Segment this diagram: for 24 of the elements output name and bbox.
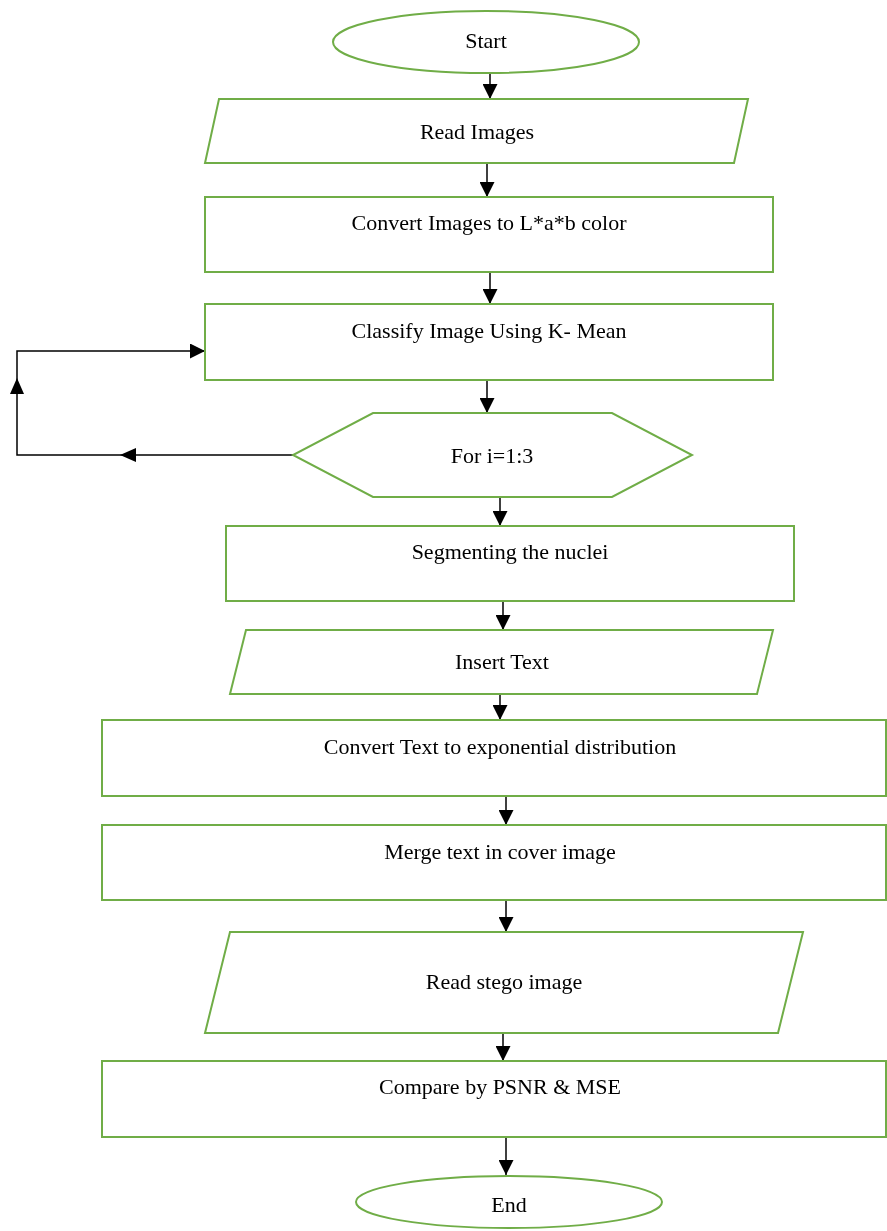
node-label: Classify Image Using K- Mean xyxy=(351,318,627,344)
node-label: Compare by PSNR & MSE xyxy=(379,1074,621,1100)
process-box xyxy=(205,197,773,272)
node-label: Read Images xyxy=(419,119,535,145)
node-label: End xyxy=(491,1192,527,1218)
process-box xyxy=(226,526,794,601)
input-output-parallelogram xyxy=(205,932,803,1033)
process-box xyxy=(205,304,773,380)
terminal-ellipse xyxy=(355,1175,663,1229)
node-label: Read stego image xyxy=(425,969,583,995)
node-label: Convert Text to exponential distribution xyxy=(323,734,677,760)
node-label: Merge text in cover image xyxy=(384,839,616,865)
process-box xyxy=(102,825,886,900)
node-label: Insert Text xyxy=(455,649,549,675)
process-box xyxy=(102,720,886,796)
node-label: Start xyxy=(465,28,507,54)
terminal-ellipse xyxy=(332,10,640,74)
input-output-parallelogram xyxy=(205,99,748,163)
node-label: For i=1:3 xyxy=(450,443,534,469)
node-label: Convert Images to L*a*b color xyxy=(351,210,627,236)
input-output-parallelogram xyxy=(230,630,773,694)
node-label: Segmenting the nuclei xyxy=(411,539,609,565)
process-box xyxy=(102,1061,886,1137)
loop-hexagon xyxy=(293,413,692,497)
